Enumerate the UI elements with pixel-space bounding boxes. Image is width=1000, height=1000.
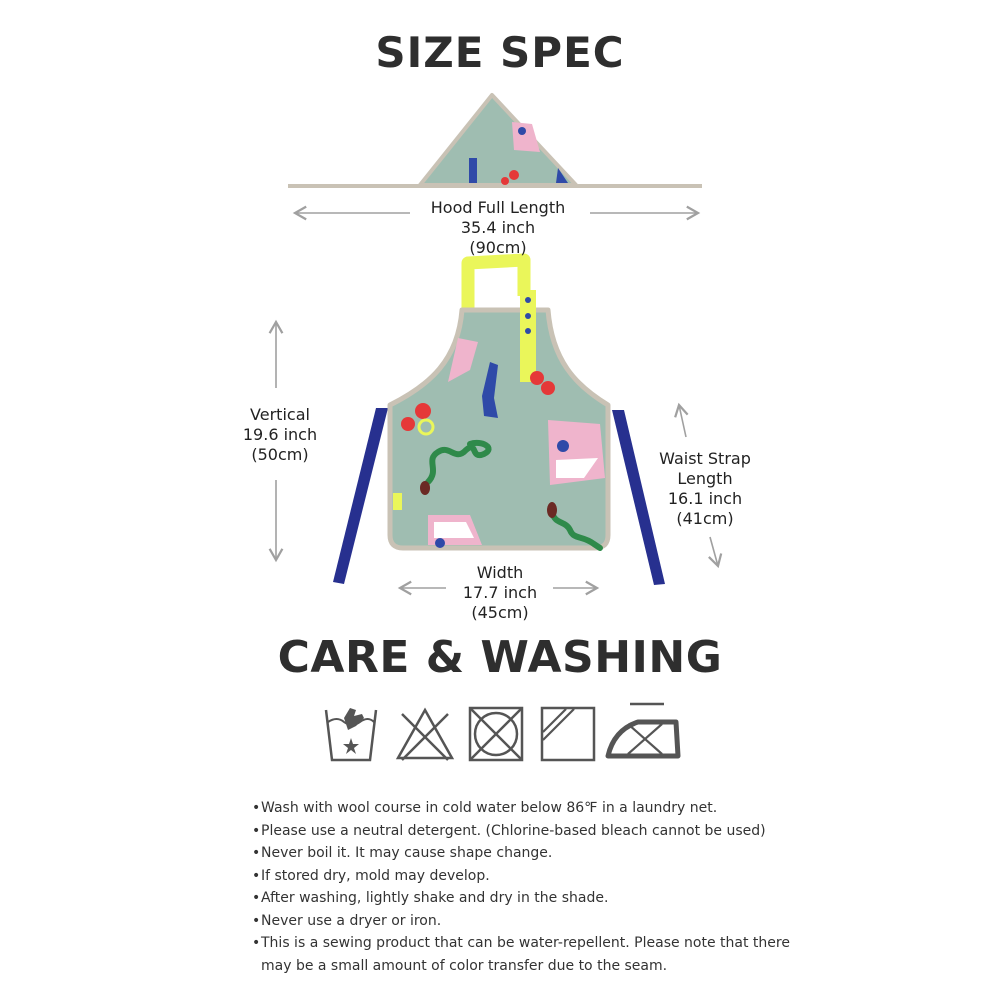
care-instruction: Wash with wool course in cold water belo… <box>252 797 792 820</box>
care-instructions-list: Wash with wool course in cold water belo… <box>252 797 792 977</box>
width-cm: (45cm) <box>471 603 529 622</box>
care-instruction: If stored dry, mold may develop. <box>252 865 792 888</box>
side-strap <box>520 290 536 382</box>
right-waist-strap <box>612 410 665 585</box>
left-waist-strap <box>333 408 388 584</box>
size-spec-title: SIZE SPEC <box>375 28 625 77</box>
care-icons-row <box>322 702 692 764</box>
hood-triangle <box>418 93 578 187</box>
care-instruction: Please use a neutral detergent. (Chlorin… <box>252 820 792 843</box>
care-instruction: Never boil it. It may cause shape change… <box>252 842 792 865</box>
width-inch: 17.7 inch <box>462 583 538 602</box>
care-instruction: Never use a dryer or iron. <box>252 910 792 933</box>
hand-wash-icon <box>322 702 384 764</box>
care-instruction: After washing, lightly shake and dry in … <box>252 887 792 910</box>
do-not-bleach-icon <box>394 702 456 764</box>
label-tag <box>393 493 402 510</box>
waist-strap-label-2: Length <box>677 469 733 488</box>
neck-strap <box>461 253 531 312</box>
shade-dry-icon <box>538 702 600 764</box>
do-not-tumble-dry-icon <box>466 702 528 764</box>
waist-strap-cm: (41cm) <box>676 509 734 528</box>
do-not-iron-icon <box>604 702 684 764</box>
hood-dimension: Hood Full Length 35.4 inch (90cm) <box>398 198 598 258</box>
hood-cm: (90cm) <box>469 238 527 257</box>
care-instruction: This is a sewing product that can be wat… <box>252 932 792 977</box>
hood-label: Hood Full Length <box>430 198 566 217</box>
hood-inch: 35.4 inch <box>460 218 536 237</box>
apron-body <box>333 253 665 585</box>
waist-strap-label-1: Waist Strap <box>659 449 751 468</box>
waist-arrow-up <box>674 402 689 438</box>
vertical-label: Vertical <box>250 405 310 424</box>
width-label: Width <box>476 563 524 582</box>
vertical-cm: (50cm) <box>251 445 309 464</box>
care-washing-title: CARE & WASHING <box>277 632 723 683</box>
waist-strap-inch: 16.1 inch <box>667 489 743 508</box>
vertical-inch: 19.6 inch <box>242 425 318 444</box>
waist-arrow-down <box>708 536 723 569</box>
width-dimension: Width 17.7 inch (45cm) <box>440 563 560 623</box>
waist-strap-dimension: Waist Strap Length 16.1 inch (41cm) <box>645 449 765 529</box>
vertical-dimension: Vertical 19.6 inch (50cm) <box>220 405 340 465</box>
hood-illustration <box>288 93 702 188</box>
